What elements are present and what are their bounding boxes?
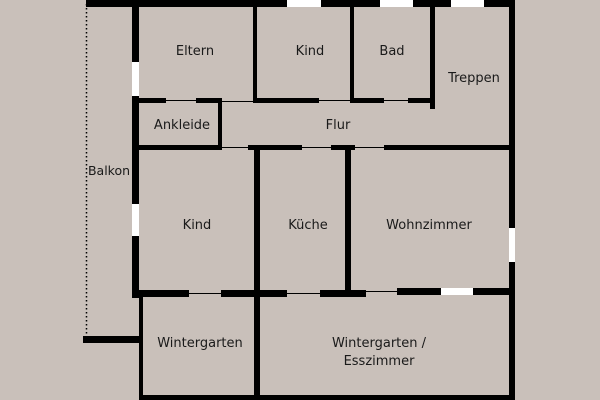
window-top-3: [451, 0, 484, 7]
room-label-wohnzimmer: Wohnzimmer: [386, 218, 472, 233]
room-label-kind-mid: Kind: [183, 218, 212, 233]
wall-mid-bottom-1: [139, 290, 189, 297]
window-bottom-mid: [441, 288, 473, 295]
wall-wintergarten-left-cap: [139, 336, 143, 400]
room-label-kueche: Küche: [288, 218, 328, 233]
wall-right-upper: [509, 0, 515, 228]
wall-eltern-kind: [253, 7, 257, 102]
door-lines: [166, 100, 408, 294]
wall-ankleide-bottom: [139, 145, 222, 150]
room-label-wintergarten-right-1: Wintergarten /: [332, 336, 427, 351]
window-top-2: [380, 0, 413, 7]
wall-bad-treppen: [430, 7, 435, 109]
window-right: [509, 228, 515, 262]
wall-under-bad-right: [408, 98, 435, 103]
wall-mid-bottom-2: [221, 290, 287, 297]
room-label-balkon: Balkon: [88, 163, 130, 178]
wall-balcony-bottom: [83, 336, 142, 343]
wall-left-mid-2: [132, 236, 139, 298]
room-label-ankleide: Ankleide: [154, 118, 210, 133]
wall-kueche-wohnzimmer: [345, 145, 351, 295]
wall-left-upper: [132, 0, 139, 62]
wall-under-kind-top: [253, 98, 319, 103]
room-label-bad: Bad: [379, 44, 404, 59]
wall-ankleide-right: [218, 98, 222, 150]
wall-flur-bottom-1: [248, 145, 302, 150]
wall-kind-kueche: [254, 145, 260, 295]
room-label-treppen: Treppen: [447, 71, 500, 86]
room-labels: Eltern Kind Bad Treppen Ankleide Flur Ba…: [88, 44, 500, 369]
room-label-eltern: Eltern: [176, 44, 214, 59]
wall-right-lower: [509, 262, 515, 400]
room-label-flur: Flur: [326, 118, 351, 133]
wall-mid-bottom-3: [320, 290, 366, 297]
wall-mid-bottom-4: [397, 288, 441, 295]
windows: [132, 0, 515, 295]
wall-mid-bottom-5: [473, 288, 515, 295]
wall-under-eltern-left: [139, 98, 166, 103]
wall-under-eltern-right: [196, 98, 222, 103]
window-left-2: [132, 204, 139, 236]
room-label-kind-top: Kind: [296, 44, 325, 59]
room-label-wintergarten-right-2: Esszimmer: [344, 354, 416, 369]
wall-wintergarten-divider: [254, 295, 260, 400]
room-label-wintergarten-left: Wintergarten: [157, 336, 243, 351]
wall-flur-bottom-2: [331, 145, 355, 150]
wall-kind-bad: [350, 7, 354, 102]
window-left-1: [132, 62, 139, 96]
wall-bottom: [139, 395, 515, 400]
wall-flur-bottom-3: [384, 145, 509, 150]
wall-left-mid-1: [132, 96, 139, 204]
window-top-1: [287, 0, 321, 7]
wall-under-bad-left: [350, 98, 384, 103]
